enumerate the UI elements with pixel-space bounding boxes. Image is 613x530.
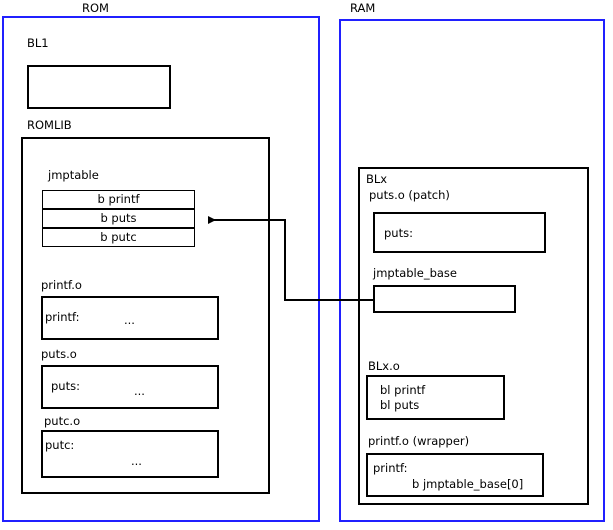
puts-o-box: puts: ...	[41, 365, 219, 409]
puts-o-symbol: puts:	[51, 379, 80, 393]
rom-region-title: ROM	[82, 1, 109, 15]
blx-o-line-bl-printf: bl printf	[380, 383, 426, 397]
bl1-box	[27, 65, 171, 109]
putc-o-box: putc: ...	[41, 430, 219, 478]
printf-o-wrapper-box: printf: b jmptable_base[0]	[366, 453, 544, 497]
jmptable-base-box	[373, 285, 516, 313]
printf-o-symbol: printf:	[45, 310, 80, 324]
printf-o-label: printf.o	[41, 278, 82, 292]
blx-o-label: BLx.o	[368, 359, 400, 373]
jmptable-base-label: jmptable_base	[373, 266, 457, 280]
puts-o-body: ...	[134, 384, 145, 398]
jmptable-entry-b-putc: b putc	[42, 228, 195, 247]
printf-o-box: printf: ...	[41, 296, 219, 340]
puts-o-patch-box: puts:	[373, 212, 546, 253]
putc-o-symbol: putc:	[45, 438, 75, 452]
printf-o-body: ...	[124, 313, 135, 327]
putc-o-body: ...	[131, 454, 142, 468]
jmptable-entry-b-printf: b printf	[42, 190, 195, 209]
putc-o-label: putc.o	[44, 414, 81, 428]
blx-o-line-bl-puts: bl puts	[380, 398, 420, 412]
puts-o-patch-label: puts.o (patch)	[369, 188, 450, 202]
romlib-label: ROMLIB	[27, 118, 72, 132]
printf-o-wrapper-instruction: b jmptable_base[0]	[412, 477, 524, 491]
jmptable-entry-b-puts: b puts	[42, 209, 195, 228]
blx-o-box: bl printf bl puts	[366, 375, 505, 420]
bl1-label: BL1	[27, 36, 49, 50]
printf-o-wrapper-label: printf.o (wrapper)	[368, 434, 470, 448]
puts-o-patch-symbol: puts:	[384, 226, 413, 240]
ram-region-title: RAM	[350, 1, 376, 15]
puts-o-label: puts.o	[41, 347, 77, 361]
blx-label: BLx	[366, 172, 388, 186]
jmptable-label: jmptable	[48, 168, 99, 182]
printf-o-wrapper-symbol: printf:	[373, 461, 408, 475]
